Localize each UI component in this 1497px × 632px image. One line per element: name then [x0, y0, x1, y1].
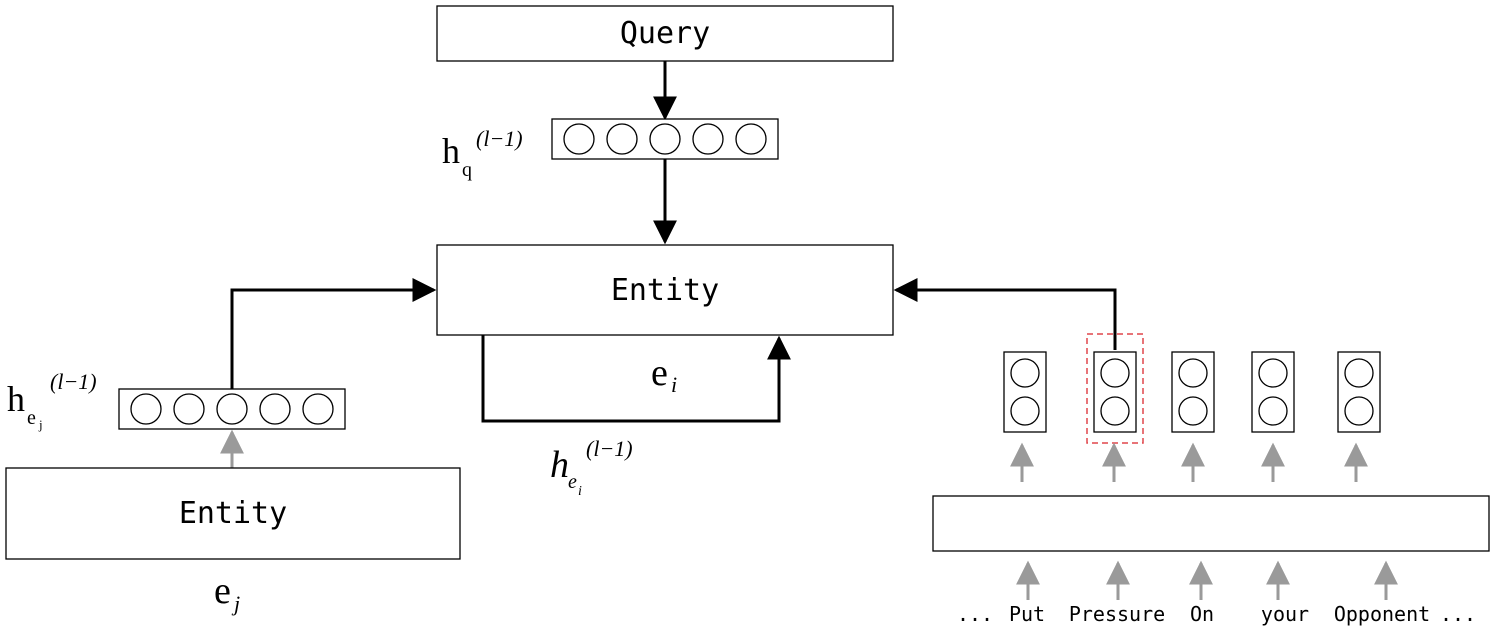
entity-center-box: Entity: [436, 244, 894, 336]
token-cell: [1337, 351, 1381, 433]
ej-label: e j: [214, 570, 240, 616]
entity-left-box: Entity: [5, 467, 461, 560]
token-word: On: [1190, 602, 1214, 626]
hq-label: h q (l−1): [442, 126, 523, 181]
token-cell-highlighted: [1086, 333, 1144, 444]
token-word: Pressure: [1069, 602, 1165, 626]
svg-text:j: j: [38, 417, 43, 432]
svg-text:h: h: [7, 379, 25, 419]
encoder-box: [932, 495, 1490, 552]
hej-vector: [118, 388, 346, 430]
hej-label: h e j (l−1): [7, 369, 97, 432]
words-to-encoder-arrows: [1016, 560, 1398, 600]
token-word: Opponent: [1334, 602, 1430, 626]
ei-label: e i: [651, 352, 677, 397]
svg-text:q: q: [462, 159, 472, 181]
token-word: your: [1261, 602, 1309, 626]
svg-text:e: e: [568, 471, 577, 493]
svg-text:i: i: [671, 372, 677, 397]
hq-neuron: [563, 123, 595, 155]
arrow-token-to-entity: [893, 278, 1117, 350]
svg-text:e: e: [27, 407, 36, 429]
encoder-to-cells-arrows: [1010, 442, 1368, 482]
token-cell: [1003, 351, 1047, 433]
token-cells: [1003, 333, 1381, 444]
hej-neuron: [302, 393, 334, 425]
arrow-hej-to-entity: [230, 278, 437, 389]
token-ellipsis-end: ...: [1440, 602, 1476, 626]
hq-neuron: [649, 123, 681, 155]
hq-neuron: [735, 123, 767, 155]
query-box: Query: [436, 5, 894, 62]
svg-text:h: h: [442, 131, 460, 171]
svg-text:(l−1): (l−1): [50, 369, 97, 394]
entity-left-label: Entity: [179, 496, 287, 531]
token-cell: [1171, 351, 1215, 433]
hej-neuron: [130, 393, 162, 425]
hq-neuron: [606, 123, 638, 155]
token-cell: [1251, 351, 1295, 433]
hej-neuron: [259, 393, 291, 425]
hq-vector: [551, 118, 779, 160]
svg-text:(l−1): (l−1): [476, 126, 523, 151]
self-loop-arrow: [481, 335, 791, 423]
svg-text:(l−1): (l−1): [586, 436, 633, 461]
svg-text:j: j: [231, 591, 240, 616]
hej-neuron: [216, 393, 248, 425]
query-label: Query: [620, 16, 710, 51]
token-word: Put: [1009, 602, 1045, 626]
hq-neuron: [692, 123, 724, 155]
svg-text:i: i: [578, 484, 582, 499]
svg-text:e: e: [214, 570, 231, 612]
entity-center-label: Entity: [611, 273, 719, 308]
token-words: ... Put Pressure On your Opponent ...: [957, 602, 1476, 626]
svg-text:h: h: [550, 444, 569, 486]
svg-text:e: e: [651, 352, 668, 394]
hei-label: h e i (l−1): [550, 436, 633, 499]
token-ellipsis-start: ...: [957, 602, 993, 626]
hej-neuron: [173, 393, 205, 425]
